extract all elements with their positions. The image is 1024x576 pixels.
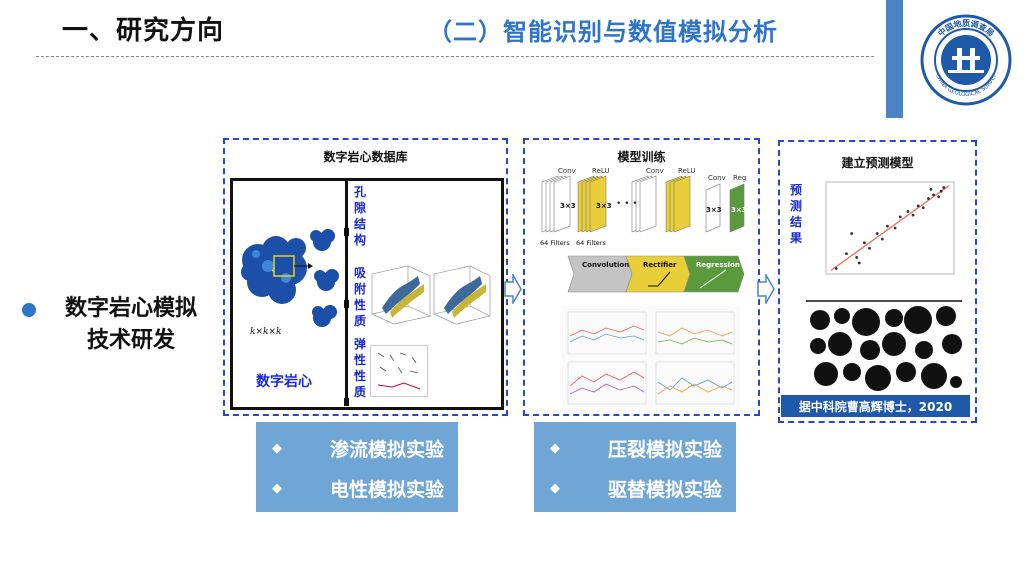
layer-label-reg: Reg xyxy=(733,174,746,182)
experiment-item-fracturing[interactable]: ◆ 压裂模拟实验 xyxy=(534,430,736,466)
kernel-label: 3×3 xyxy=(731,206,747,214)
scatter-point xyxy=(857,261,861,265)
adsorption-surface-plots xyxy=(371,265,491,325)
cube-formula: k×k×k xyxy=(250,327,281,337)
kernel-label: 3×3 xyxy=(560,202,576,210)
experiment-group-1: ◆ 渗流模拟实验 ◆ 电性模拟实验 xyxy=(256,422,458,512)
diamond-bullet-icon: ◆ xyxy=(550,440,560,456)
training-panel: 模型训练 xyxy=(523,138,760,416)
header-divider xyxy=(36,56,874,57)
scatter-point xyxy=(886,224,889,228)
experiment-group-2: ◆ 压裂模拟实验 ◆ 驱替模拟实验 xyxy=(534,422,736,512)
main-label-line-1: 数字岩心模拟 xyxy=(64,296,197,321)
database-panel: 数字岩心数据库 xyxy=(223,138,508,416)
main-label: 数字岩心模拟 技术研发 xyxy=(48,293,214,357)
divider-tick xyxy=(344,300,349,308)
training-curves-charts xyxy=(562,306,740,408)
elasticity-plot xyxy=(370,345,428,397)
experiment-item-seepage[interactable]: ◆ 渗流模拟实验 xyxy=(256,430,458,466)
scatter-point xyxy=(834,267,838,270)
prediction-result-label: 预测结果 xyxy=(789,183,802,245)
training-panel-title: 模型训练 xyxy=(617,150,666,164)
diamond-bullet-icon: ◆ xyxy=(272,440,282,456)
scatter-point xyxy=(921,206,925,210)
experiment-item-label: 驱替模拟实验 xyxy=(608,478,723,501)
experiment-item-displacement[interactable]: ◆ 驱替模拟实验 xyxy=(534,470,736,506)
prediction-source-caption: 据中科院曹高辉博士，2020 xyxy=(781,395,970,417)
fit-line xyxy=(830,185,950,271)
svg-text:• • •: • • • xyxy=(616,199,638,209)
scatter-point xyxy=(850,232,853,235)
cnn-architecture-diagram: Conv ReLU Conv ReLU Conv Reg • • • 3×3 3… xyxy=(540,167,747,293)
kernel-label: 3×3 xyxy=(706,206,722,214)
pore-structure-image xyxy=(806,298,962,396)
scatter-point xyxy=(906,210,910,213)
layer-label-conv: Conv xyxy=(558,167,576,175)
layer-label-conv: Conv xyxy=(708,174,726,182)
digital-core-label: 数字岩心 xyxy=(256,374,312,390)
scatter-point xyxy=(911,213,915,217)
scatter-point xyxy=(937,195,941,199)
scatter-point xyxy=(898,215,902,219)
property-label-adsorption: 吸附性质 xyxy=(353,266,366,328)
experiment-item-label: 电性模拟实验 xyxy=(330,478,445,501)
stage-label-rectifier: Rectifier xyxy=(643,261,677,269)
filters-label: 64 Filters xyxy=(540,239,570,247)
prediction-scatter-plot xyxy=(825,181,955,275)
property-label-pore-structure: 孔隙结构 xyxy=(353,185,366,247)
experiment-item-electrical[interactable]: ◆ 电性模拟实验 xyxy=(256,470,458,506)
layer-label-relu: ReLU xyxy=(678,167,696,175)
layer-label-relu: ReLU xyxy=(592,167,610,175)
property-label-elasticity: 弹性性质 xyxy=(353,337,366,399)
prediction-panel: 建立预测模型 xyxy=(778,140,977,423)
bullet-dot xyxy=(22,303,36,317)
filters-label: 64 Filters xyxy=(576,239,606,247)
stage-label-convolution: Convolution xyxy=(582,261,629,269)
main-label-line-2: 技术研发 xyxy=(86,328,175,353)
layer-label-conv: Conv xyxy=(646,167,664,175)
flow-arrow-icon xyxy=(757,274,775,304)
scatter-point xyxy=(932,193,935,197)
scatter-point xyxy=(893,226,897,230)
database-divider xyxy=(345,181,348,403)
scatter-point xyxy=(855,256,859,259)
digital-core-cube-icon: k×k×k xyxy=(241,229,339,337)
scatter-point xyxy=(927,197,930,200)
scatter-point xyxy=(939,189,943,193)
china-geological-survey-logo-icon: 中国地质调查局 CHINA GEOLOGICAL SURVEY xyxy=(920,14,1012,106)
scatter-point xyxy=(868,246,871,250)
flow-arrow-icon xyxy=(504,274,522,304)
page-title: 一、研究方向 xyxy=(62,16,225,46)
scatter-point xyxy=(880,237,884,241)
scatter-point xyxy=(916,204,920,208)
kernel-label: 3×3 xyxy=(596,202,612,210)
experiment-item-label: 压裂模拟实验 xyxy=(608,438,723,461)
scatter-point xyxy=(942,186,946,189)
page-subtitle: （二）智能识别与数值模拟分析 xyxy=(428,18,778,46)
experiment-item-label: 渗流模拟实验 xyxy=(330,438,445,461)
divider-tick xyxy=(344,398,349,406)
stage-label-regression: Regression xyxy=(696,261,740,269)
scatter-point xyxy=(929,187,933,191)
scatter-point xyxy=(863,241,866,245)
prediction-panel-title: 建立预测模型 xyxy=(841,156,914,170)
divider-tick xyxy=(344,228,349,236)
scatter-point xyxy=(845,252,848,256)
database-panel-title: 数字岩心数据库 xyxy=(323,150,408,164)
diamond-bullet-icon: ◆ xyxy=(550,480,560,496)
scatter-point xyxy=(875,232,879,235)
diamond-bullet-icon: ◆ xyxy=(272,480,282,496)
